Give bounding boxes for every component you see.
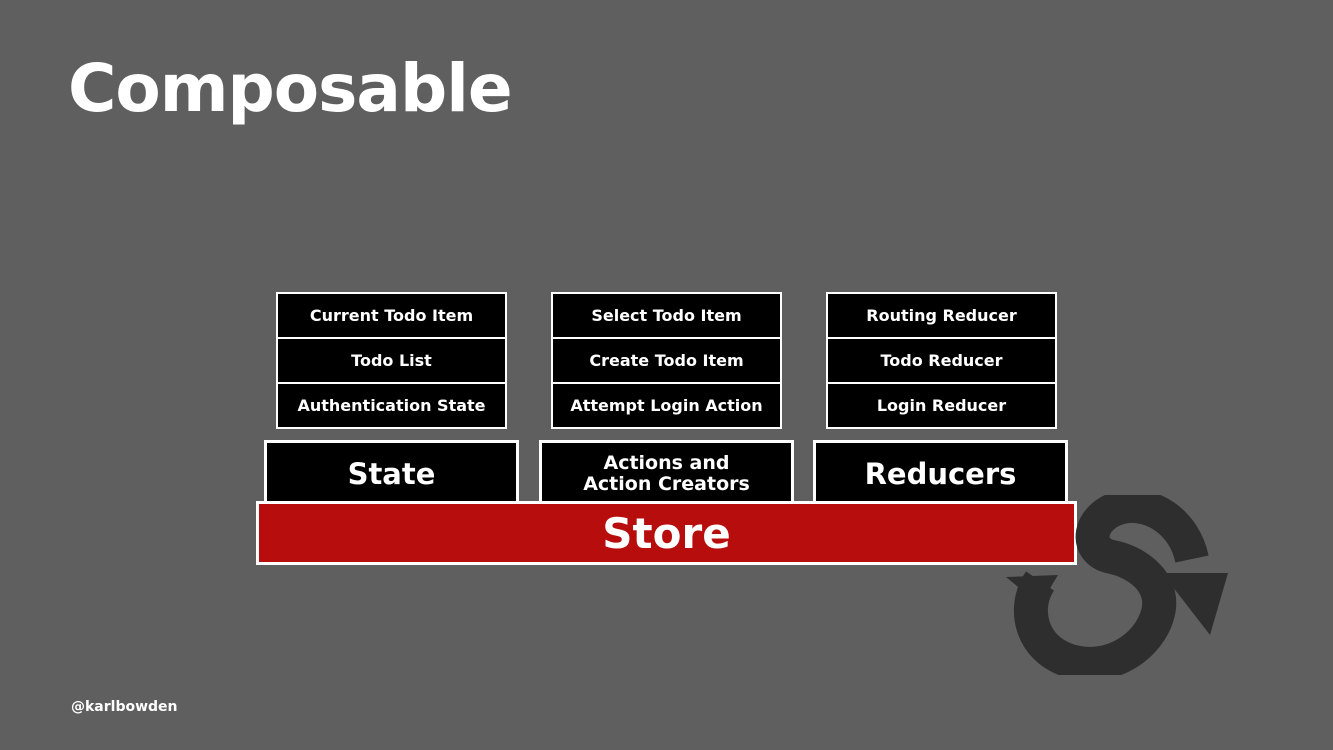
reducers-items-stack: Routing Reducer Todo Reducer Login Reduc… xyxy=(826,292,1057,429)
reducer-item-login: Login Reducer xyxy=(876,396,1007,415)
state-label: State xyxy=(347,456,436,491)
reducer-item-routing: Routing Reducer xyxy=(828,294,1055,339)
action-item-attempt-login: Attempt Login Action xyxy=(570,396,763,415)
state-item-authentication: Authentication State xyxy=(297,396,486,415)
action-item-select-todo: Select Todo Item xyxy=(553,294,780,339)
store-label: Store xyxy=(602,508,731,558)
reducers-block: Reducers xyxy=(813,440,1068,504)
actions-label-line-2: Action Creators xyxy=(583,472,750,495)
reducers-label: Reducers xyxy=(864,456,1017,491)
state-item-current-todo: Current Todo Item xyxy=(278,294,505,339)
action-item-create-todo: Create Todo Item xyxy=(553,339,780,384)
actions-label-line-1: Actions and xyxy=(603,451,730,474)
author-handle: @karlbowden xyxy=(71,699,178,715)
actions-items-stack: Select Todo Item Create Todo Item Attemp… xyxy=(551,292,782,429)
state-block: State xyxy=(264,440,519,504)
actions-block: Actions and Action Creators xyxy=(539,440,794,504)
redux-swirl-arrow-icon xyxy=(1006,495,1228,675)
state-items-stack: Current Todo Item Todo List Authenticati… xyxy=(276,292,507,429)
slide-title: Composable xyxy=(68,50,513,127)
state-item-todo-list: Todo List xyxy=(278,339,505,384)
reducer-item-todo: Todo Reducer xyxy=(828,339,1055,384)
store-block: Store xyxy=(256,501,1077,565)
